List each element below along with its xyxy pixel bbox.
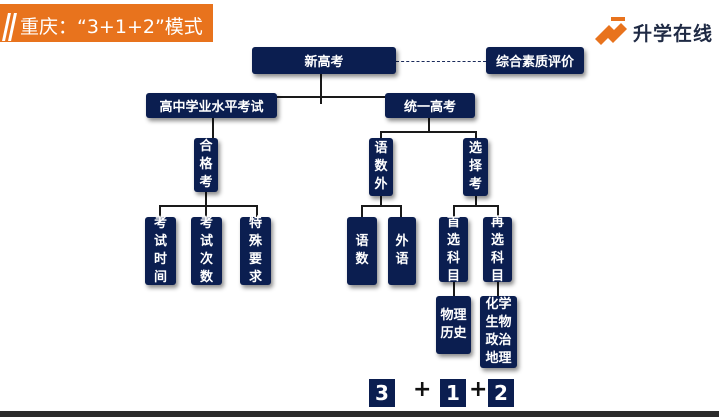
connector-line <box>159 205 161 217</box>
connector-line <box>497 205 499 217</box>
node-second-choice-subject: 再选科目 <box>483 215 512 284</box>
node-label: 统一高考 <box>403 100 456 115</box>
node-pass-exam: 合格考 <box>194 138 218 192</box>
node-comprehensive-evaluation: 综合素质评价 <box>486 47 584 74</box>
connector-line <box>380 131 476 133</box>
node-label: 选择考 <box>468 141 482 192</box>
connector-line <box>320 74 322 104</box>
connector-line <box>205 205 207 217</box>
dashed-connector <box>396 61 486 62</box>
connector-line <box>361 205 401 207</box>
connector-line <box>380 131 382 138</box>
node-chinese-math-foreign: 语数外 <box>369 138 393 196</box>
connector-line <box>475 131 477 138</box>
bottom-rule <box>0 411 719 417</box>
node-chinese-math: 语数 <box>347 217 377 285</box>
connector-line <box>380 196 382 206</box>
node-label: 合格考 <box>199 139 213 190</box>
node-label: 考试时间 <box>153 216 167 285</box>
connector-line <box>453 205 498 207</box>
connector-line <box>400 205 402 217</box>
logo-text: 升学在线 <box>633 23 714 45</box>
node-label: 物理历史 <box>440 308 467 341</box>
formula-plus: + <box>469 377 488 402</box>
formula-number-2: 2 <box>488 379 514 407</box>
node-label: 新高考 <box>304 55 344 70</box>
node-physics-history: 物理历史 <box>436 296 471 354</box>
node-label: 再选科目 <box>490 214 504 284</box>
node-exam-count: 考试次数 <box>191 216 222 285</box>
node-label: 外语 <box>395 234 409 267</box>
connector-line <box>453 282 455 296</box>
node-label: 特殊要求 <box>248 216 262 285</box>
title-bar: 重庆：“3+1+2”模式 <box>0 4 213 42</box>
connector-line <box>159 205 257 207</box>
node-new-gaokao: 新高考 <box>252 47 396 74</box>
connector-line <box>212 96 429 98</box>
connector-line <box>497 282 499 296</box>
connector-line <box>475 196 477 206</box>
node-label: 语数 <box>355 234 369 267</box>
connector-line <box>361 205 363 217</box>
node-label: 综合素质评价 <box>495 55 574 70</box>
brand-logo: 升学在线 <box>589 11 719 51</box>
node-label: 高中学业水平考试 <box>159 100 264 115</box>
connector-line <box>453 205 455 217</box>
node-label: 考试次数 <box>199 216 213 285</box>
formula-plus: + <box>413 377 432 402</box>
logo-icon <box>595 17 627 45</box>
node-academic-level-exam: 高中学业水平考试 <box>146 93 277 118</box>
node-first-choice-subject: 首选科目 <box>439 215 468 284</box>
formula-number-1: 1 <box>440 379 466 407</box>
connector-line <box>205 192 207 206</box>
node-unified-gaokao: 统一高考 <box>385 93 475 118</box>
connector-line <box>256 205 258 217</box>
node-elective-exam: 选择考 <box>463 138 488 196</box>
formula-number-3: 3 <box>369 379 395 407</box>
connector-line <box>428 118 430 133</box>
connector-line <box>212 118 214 138</box>
node-label: 首选科目 <box>446 214 460 284</box>
node-exam-time: 考试时间 <box>145 216 176 285</box>
node-special-requirements: 特殊要求 <box>240 216 271 285</box>
node-label: 化学生物政治地理 <box>485 297 512 366</box>
node-label: 语数外 <box>374 141 388 192</box>
node-chem-bio-politics-geo: 化学生物政治地理 <box>480 296 517 368</box>
page-title: 重庆：“3+1+2”模式 <box>20 16 203 38</box>
node-foreign-language: 外语 <box>388 217 416 285</box>
